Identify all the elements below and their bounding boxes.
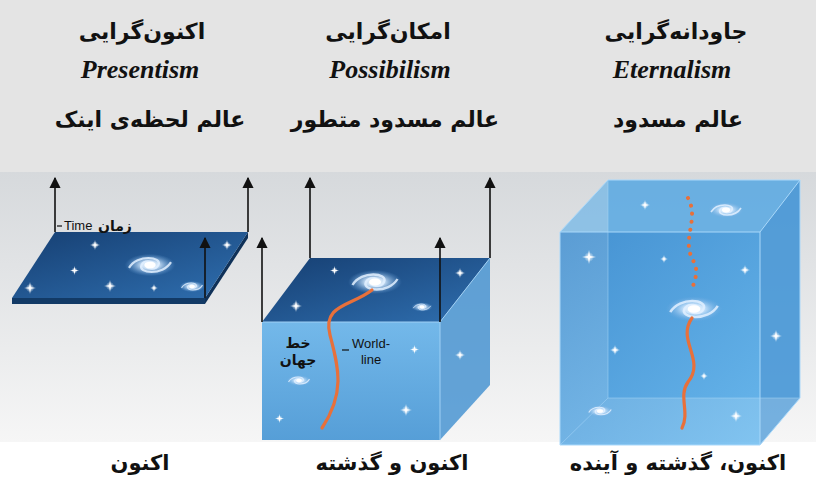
model-name: اکنون‌گرایی [79, 19, 205, 45]
model-name-english: Presentism [81, 54, 199, 85]
world-line [682, 318, 694, 428]
universe-type: عالم مسدود متطور [291, 107, 499, 133]
model-name: جاودانه‌گرایی [605, 19, 748, 45]
world-line-future [688, 198, 696, 292]
time-scope: اکنون و گذشته [315, 451, 468, 476]
header-band [0, 0, 816, 172]
world-line-label: World-line [352, 336, 390, 367]
time-axes [262, 178, 490, 322]
axis-label: زمان [98, 218, 132, 235]
time-scope: اکنون [110, 451, 169, 476]
possibilism-slab [262, 258, 490, 440]
axis-label: Time [64, 218, 92, 234]
model-name-english: Eternalism [613, 54, 731, 85]
world-line-leader [342, 349, 349, 350]
footer-band [0, 442, 816, 484]
world-line-label: خط جهان [280, 335, 317, 369]
eternalism-block [560, 180, 800, 445]
universe-type: عالم لحظه‌ی اینک [55, 107, 245, 133]
model-name-english: Possibilism [329, 54, 450, 85]
model-name: امکان‌گرایی [325, 19, 451, 45]
time-leader [57, 225, 62, 226]
time-scope: اکنون، گذشته و آینده [570, 451, 787, 476]
universe-type: عالم مسدود [613, 107, 743, 133]
time-axes [55, 178, 248, 298]
presentism-plane [12, 232, 248, 304]
